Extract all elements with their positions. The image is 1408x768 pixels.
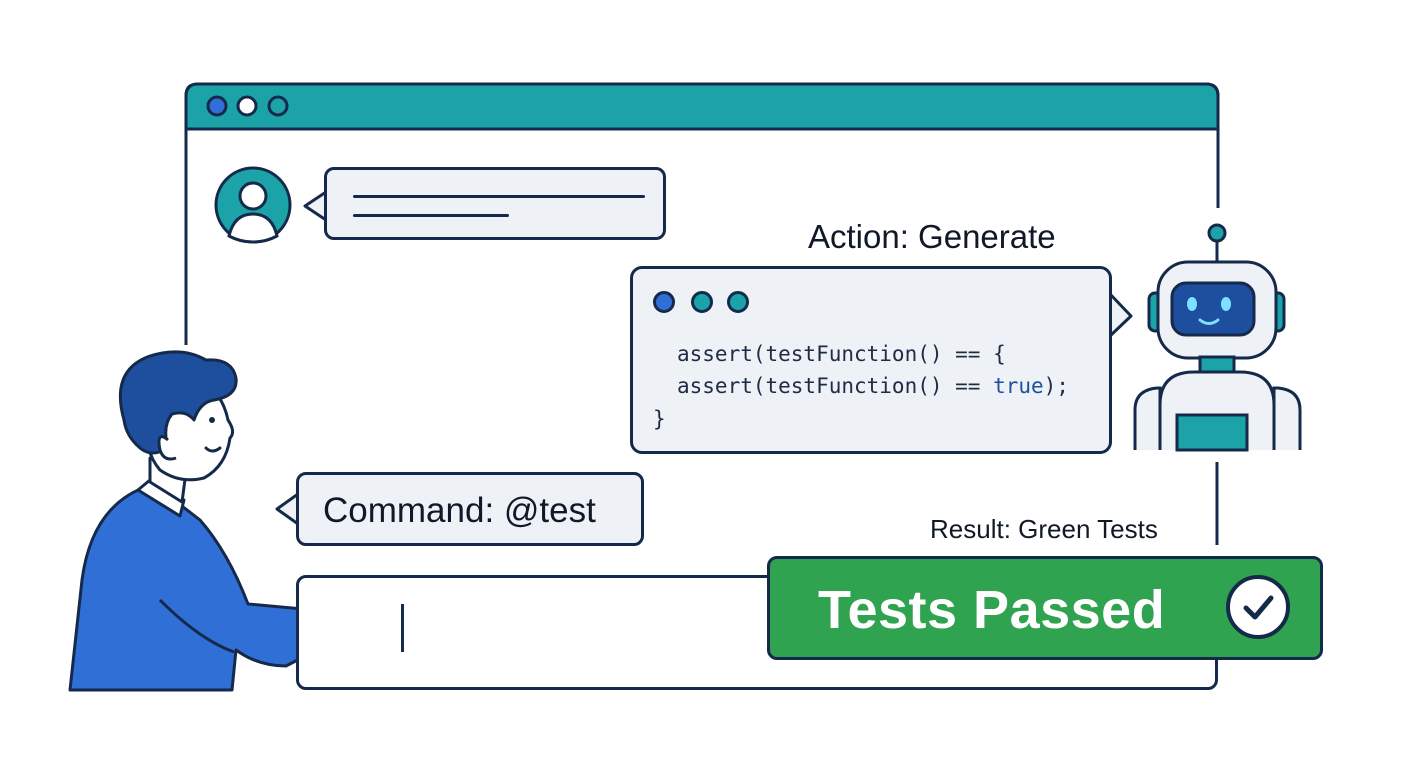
- window-dot-1: [206, 95, 228, 117]
- user-avatar-icon: [214, 166, 292, 244]
- code-line-2: assert(testFunction() == true);: [677, 374, 1069, 398]
- tests-passed-label: Tests Passed: [818, 580, 1166, 640]
- check-icon: [1226, 575, 1290, 639]
- code-bubble: assert(testFunction() == { assert(testFu…: [630, 266, 1112, 454]
- window-dot-3: [267, 95, 289, 117]
- code-dot-3: [727, 291, 749, 313]
- text-cursor: [401, 604, 404, 652]
- code-line-3: }: [653, 407, 666, 431]
- code-bubble-tail: [1108, 292, 1133, 338]
- window-controls: [206, 95, 289, 117]
- user-message-bubble: [324, 167, 666, 240]
- action-label: Action: Generate: [808, 218, 1056, 255]
- user-bubble-tail: [303, 190, 327, 222]
- tests-passed-banner: Tests Passed: [767, 556, 1323, 660]
- command-bubble: Command: @test: [296, 472, 644, 546]
- window-titlebar: [184, 82, 1220, 131]
- code-line-1: assert(testFunction() == {: [677, 342, 1006, 366]
- code-line-2-prefix: assert(testFunction() ==: [677, 374, 994, 398]
- message-line: [353, 195, 645, 198]
- code-keyword: true: [993, 374, 1044, 398]
- window-dot-2: [236, 95, 258, 117]
- command-label: Command: @test: [323, 491, 596, 530]
- message-line: [353, 214, 509, 217]
- command-bubble-tail: [275, 492, 299, 526]
- code-dot-2: [691, 291, 713, 313]
- code-line-2-suffix: );: [1043, 374, 1069, 398]
- robot-icon: [1133, 223, 1302, 452]
- result-label: Result: Green Tests: [930, 514, 1158, 544]
- code-dot-1: [653, 291, 675, 313]
